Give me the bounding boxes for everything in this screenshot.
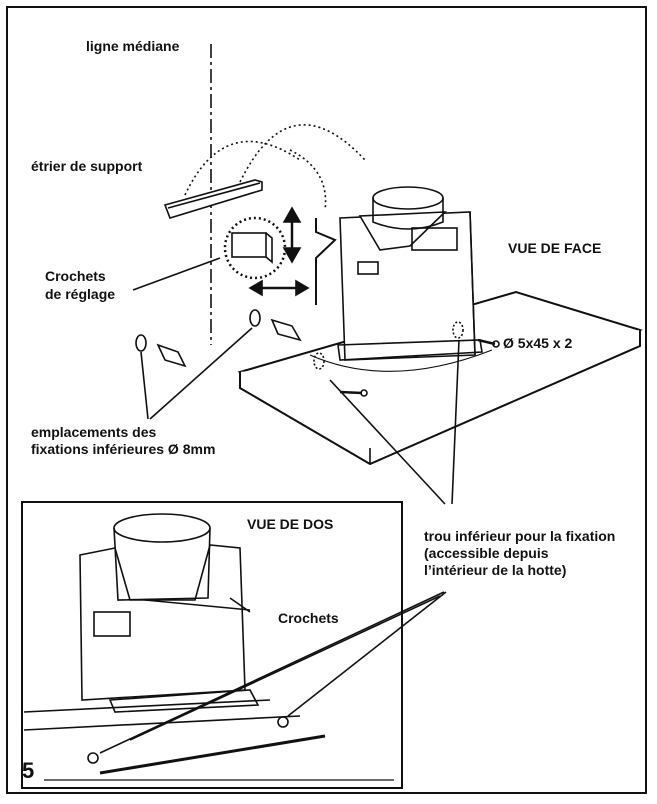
- step-number: 5: [22, 758, 35, 783]
- hood-back: [79, 544, 246, 701]
- screw-label: Ø 5x45 x 2: [503, 335, 573, 351]
- arc-arrow-1: [184, 140, 301, 196]
- hole-label-3: l’intérieur de la hotte): [424, 562, 567, 578]
- adjust-hooks-label-1: Crochets: [45, 268, 106, 284]
- plug-hole-right: [249, 309, 261, 327]
- back-view-title: VUE DE DOS: [247, 516, 334, 532]
- back-view-inset: [21, 501, 403, 789]
- hole-label-2: (accessible depuis: [424, 545, 549, 561]
- air-outlet: [372, 186, 444, 210]
- adjust-hooks-label-2: de réglage: [45, 286, 116, 302]
- bracket-label: étrier de support: [31, 158, 143, 174]
- plug-hole-left: [135, 334, 147, 352]
- screw-upper: [477, 338, 496, 346]
- lower-fixings-label-2: fixations inférieures Ø 8mm: [31, 441, 216, 457]
- hole-label-1: trou inférieur pour la fixation: [424, 528, 616, 544]
- arc-arrow-2: [239, 124, 366, 183]
- lower-fixings-label-1: emplacements des: [31, 424, 157, 440]
- adjust-hook: [231, 232, 267, 258]
- screw-lower: [339, 390, 363, 395]
- midline-label: ligne médiane: [86, 38, 180, 54]
- front-view-title: VUE DE FACE: [508, 240, 602, 256]
- wall-plug-right: [270, 318, 302, 342]
- wall-plug-left: [156, 343, 187, 368]
- hooks-label: Crochets: [278, 610, 339, 626]
- diagram-frame: [6, 6, 647, 794]
